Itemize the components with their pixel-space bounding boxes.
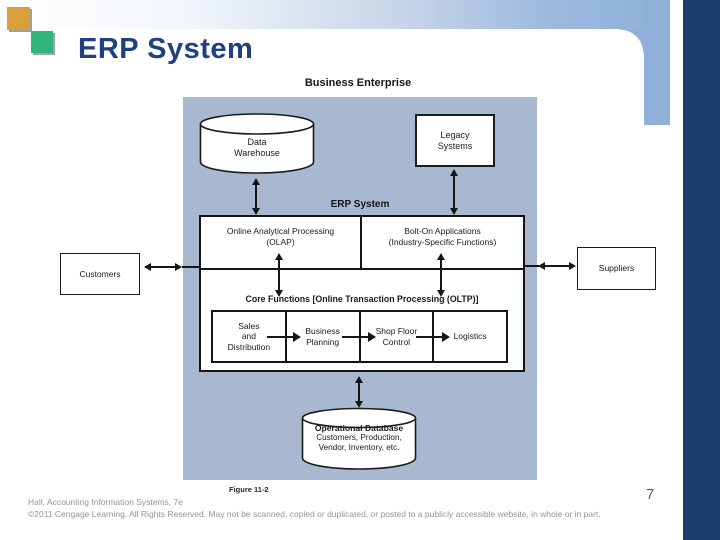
footer-citation: Hall, Accounting Information Systems, 7e: [28, 497, 183, 507]
slide-title: ERP System: [78, 33, 254, 65]
olap-label-line1: Online Analytical Processing: [226, 226, 335, 236]
data-warehouse-label-line1: Data: [247, 137, 267, 147]
module-label: Logistics: [453, 331, 487, 342]
module-label: and: [241, 331, 256, 342]
olap-cell: Online Analytical Processing (OLAP): [201, 226, 360, 247]
module-sales-distribution: Sales and Distribution: [213, 312, 285, 361]
right-navy-sidebar: [683, 0, 720, 540]
module-label: Shop Floor: [375, 326, 418, 336]
top-bar-corner-fillet: [620, 29, 644, 53]
connector-customers-erp: [182, 266, 201, 268]
connector-erp-suppliers: [523, 265, 539, 267]
arrow-shopfloor-logistics: [416, 332, 450, 342]
legacy-systems-label-line1: Legacy: [440, 129, 470, 140]
erp-vertical-divider: [360, 217, 362, 268]
arrow-erp-database: [354, 376, 363, 408]
suppliers-label: Suppliers: [598, 263, 635, 273]
arrow-planning-shopfloor: [342, 332, 376, 342]
module-label: Planning: [306, 336, 340, 347]
top-right-vertical-bar: [644, 0, 670, 125]
arrow-bolton-core: [436, 253, 445, 297]
operational-db-line2: Vendor, Inventory, etc.: [318, 443, 400, 452]
footer-copyright: ©2011 Cengage Learning. All Rights Reser…: [28, 509, 601, 519]
arrow-sales-planning: [267, 332, 301, 342]
arrow-legacy-erp: [449, 169, 458, 215]
operational-database-cylinder: Operational Database Customers, Producti…: [300, 406, 418, 472]
module-label: Distribution: [227, 341, 271, 352]
figure-caption: Figure 11-2: [229, 485, 269, 494]
module-label: Sales: [238, 320, 260, 331]
arrow-warehouse-erp: [251, 178, 260, 215]
olap-label-line2: (OLAP): [266, 236, 295, 247]
bolt-on-label-line1: Bolt-On Applications: [404, 226, 481, 236]
data-warehouse-cylinder: Data Warehouse: [198, 111, 316, 177]
module-label: Business: [305, 326, 340, 336]
core-functions-label: Core Functions [Online Transaction Proce…: [245, 294, 479, 304]
operational-db-line1: Customers, Production,: [316, 433, 402, 442]
arrow-customers-enterprise: [144, 262, 182, 271]
business-enterprise-label: Business Enterprise: [304, 77, 412, 89]
erp-system-box: Online Analytical Processing (OLAP) Bolt…: [199, 215, 525, 372]
operational-db-title: Operational Database: [314, 423, 404, 433]
bolt-on-cell: Bolt-On Applications (Industry-Specific …: [362, 226, 523, 247]
orange-square-decoration: [7, 7, 30, 30]
cylinder-shape-icon: [301, 407, 417, 470]
cylinder-shape-icon: [199, 113, 315, 174]
legacy-systems-label-line2: Systems: [437, 140, 473, 151]
legacy-systems-box: Legacy Systems: [415, 114, 495, 167]
data-warehouse-label-line2: Warehouse: [234, 148, 280, 158]
erp-horizontal-divider: [201, 268, 523, 270]
suppliers-box: Suppliers: [577, 247, 656, 290]
bolt-on-label-line2: (Industry-Specific Functions): [388, 236, 497, 247]
module-label: Control: [382, 336, 411, 347]
erp-system-label: ERP System: [330, 199, 390, 210]
customers-label: Customers: [79, 268, 121, 279]
arrow-olap-core: [274, 253, 283, 297]
green-square-decoration: [31, 31, 53, 53]
top-gradient-band: [0, 0, 670, 29]
page-number: 7: [646, 486, 655, 503]
customers-box: Customers: [60, 253, 140, 295]
arrow-suppliers-enterprise: [538, 261, 576, 270]
